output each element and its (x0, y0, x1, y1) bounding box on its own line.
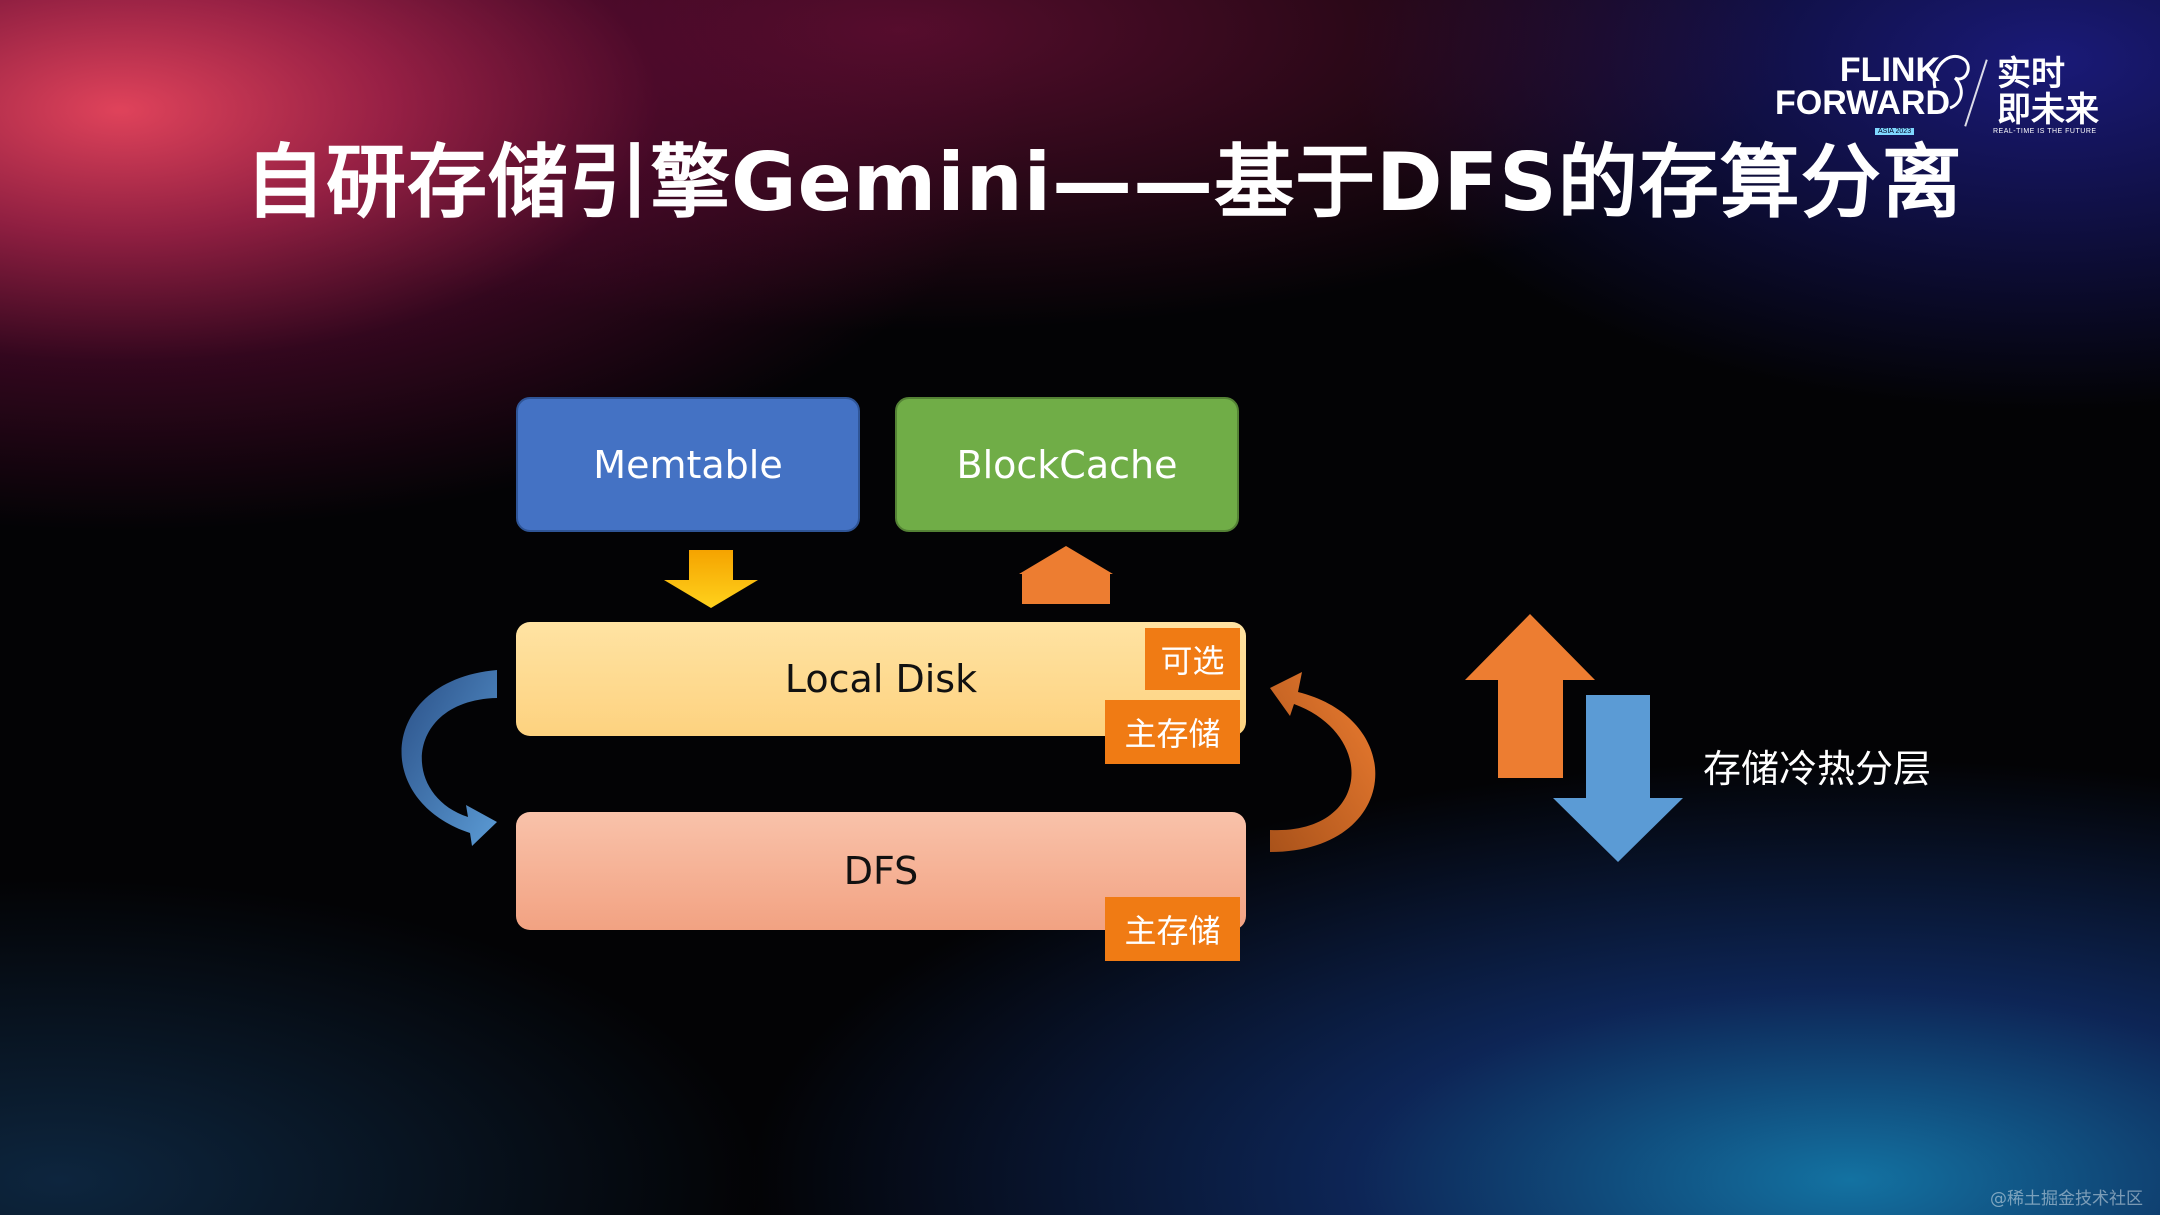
logo-tagline: REAL-TIME IS THE FUTURE (1993, 128, 2097, 135)
tier-up-arrow (1465, 614, 1595, 778)
flink-forward-logo: FLINK FORWARD ASIA 2023 实时 即未来 REAL-TIME… (1775, 48, 2135, 148)
logo-cn-text: 实时 即未来 (1997, 56, 2137, 128)
tiering-label: 存储冷热分层 (1703, 747, 1932, 791)
memtable-box: Memtable (516, 397, 860, 532)
local-to-dfs-curved-arrow (401, 670, 497, 846)
watermark: @稀土掘金技术社区 (1990, 1189, 2143, 1209)
local-disk-label: Local Disk (784, 657, 978, 701)
blockcache-box: BlockCache (895, 397, 1239, 532)
squirrel-icon (1932, 54, 1970, 110)
local-primary-storage-tag: 主存储 (1105, 700, 1240, 764)
dfs-label: DFS (843, 849, 919, 893)
blockcache-label: BlockCache (956, 442, 1178, 487)
dfs-primary-storage-tag: 主存储 (1105, 897, 1240, 961)
dfs-to-local-curved-arrow (1270, 672, 1376, 852)
page-title: 自研存储引擎Gemini——基于DFS的存算分离 (245, 136, 1963, 229)
memtable-flush-arrow (664, 550, 758, 608)
logo-wordmark: FLINK FORWARD (1775, 51, 1951, 122)
tier-down-arrow (1553, 695, 1683, 862)
logo-cn-line1: 实时 (1997, 54, 2065, 94)
logo-cn-line2: 即未来 (1997, 90, 2099, 130)
blockcache-load-arrow (1019, 546, 1113, 604)
memtable-label: Memtable (593, 442, 783, 487)
logo-badge: ASIA 2023 (1875, 128, 1915, 135)
optional-tag: 可选 (1145, 628, 1240, 690)
logo-line-forward: FORWARD (1775, 84, 1951, 122)
logo-line-flink: FLINK (1839, 51, 1940, 89)
